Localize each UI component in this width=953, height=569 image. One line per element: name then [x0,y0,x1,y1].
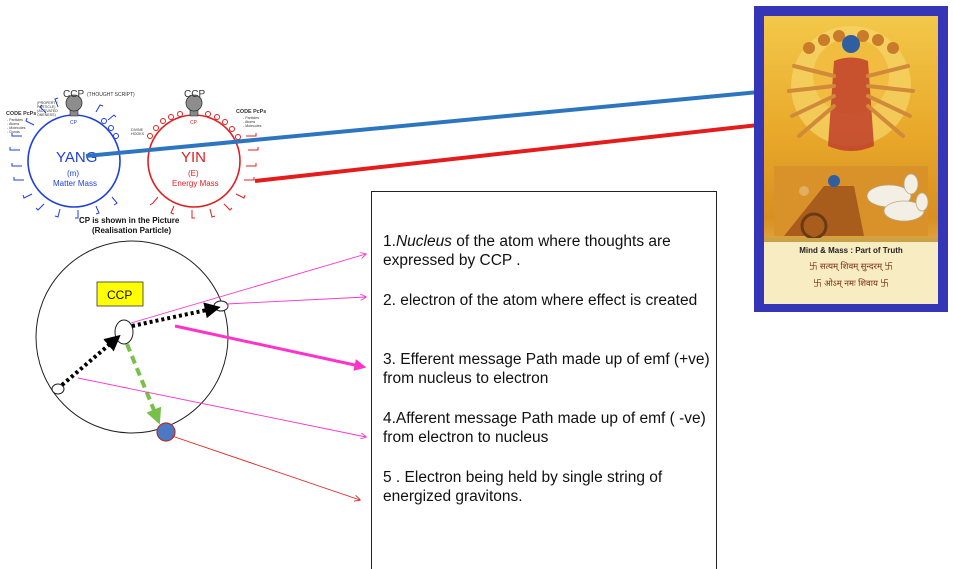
poster-frame: Mind & Mass : Part of Truth 卐 सत्यम् शिव… [754,6,948,312]
cp-left-label: CP [70,120,78,126]
code-left-item-4: - Gunds [7,130,20,134]
pointer-3 [174,324,367,371]
code-left-item-3: - Molecules [7,126,26,130]
electron-held [156,422,176,442]
yang-title: YANG [56,149,97,166]
description-item-3: 3. Efferent message Path made up of emf … [383,351,710,387]
yin-e: (E) [188,169,199,178]
cp-right-label: CP [190,120,198,126]
description-box: 1.Nucleus of the atom where thoughts are… [371,191,717,569]
property-note-1: (PROPERTY [37,101,59,105]
ccp-left-label: CCP [63,89,84,100]
code-right-item-2: - Atoms [243,120,255,124]
caption-line-2: (Realisation Particle) [92,226,171,235]
afferent-dotted-arrow [60,334,121,387]
item-1-rest: of the atom where thoughts are expressed… [383,233,671,269]
yin-top-loops [147,111,241,140]
code-left-item-2: - Atoms [7,122,19,126]
description-item-5: 5 . Electron being held by single string… [383,469,663,505]
efferent-dotted-arrow [131,302,221,328]
code-right-item-1: - Particles [243,116,259,120]
yin-title: YIN [181,149,206,166]
yang-sub: Matter Mass [53,179,97,188]
property-note-4: ONENESS) [37,113,56,117]
code-left-label: CODE PcPs [6,111,36,117]
property-note-3: (ACTIVATED [37,109,58,113]
yin-hooks [149,133,259,219]
yang-top-loops [101,118,119,139]
poster-image: Mind & Mass : Part of Truth 卐 सत्यम् शिव… [764,16,938,304]
electron-left [51,383,65,395]
ccp-box-label: CCP [107,288,132,302]
atom-diagram: CCP [35,240,367,500]
nucleus [114,319,134,345]
divine-note-1: DIVINE [131,128,144,132]
pointer-4 [77,377,366,437]
description-item-1: 1.Nucleus of the atom where thoughts are… [383,232,713,270]
description-item-4: 4.Afferent message Path made up of emf (… [383,410,706,446]
divine-note-2: HOOKS [131,132,145,136]
pointer-1 [130,254,366,324]
ccp-right-label: CCP [184,89,205,100]
code-right-label: CODE PcPs [236,109,266,115]
yin-yang-figure: CCP (THOUGHT SCRIPT) CCP CP CP (PROPERTY… [6,89,266,235]
poster-mantra-2: 卐 ओऽम् नमः शिवाय 卐 [813,278,889,288]
yang-m: (m) [67,169,79,178]
ccp-box [96,281,144,307]
yin-sub: Energy Mass [172,179,219,188]
pointer-5 [171,435,360,500]
code-right-item-3: - Molecules [243,124,262,128]
description-item-2: 2. electron of the atom where effect is … [383,292,698,309]
property-note-2: PARTICLE) [37,105,55,109]
poster-caption-panel: Mind & Mass : Part of Truth 卐 सत्यम् शिव… [764,242,938,304]
code-left-item-1: - Particles [7,118,23,122]
caption-line-1: CP is shown in the Picture [79,216,180,225]
ccp-left-note: (THOUGHT SCRIPT) [87,92,135,98]
graviton-string-arrow [125,343,162,425]
pointer-2 [225,297,366,305]
blue-arrow-to-poster [85,76,837,158]
poster-caption: Mind & Mass : Part of Truth [799,246,903,255]
poster-mantra-1: 卐 सत्यम् शिवम् सुन्दरम् 卐 [809,261,893,271]
ccp-ball-right [185,94,203,112]
item-1-nucleus: Nucleus [395,233,452,250]
item-1-prefix: 1. [383,233,396,250]
yang-hooks [9,97,118,219]
ccp-ball-left [65,94,83,112]
poster-illustration [764,26,938,244]
